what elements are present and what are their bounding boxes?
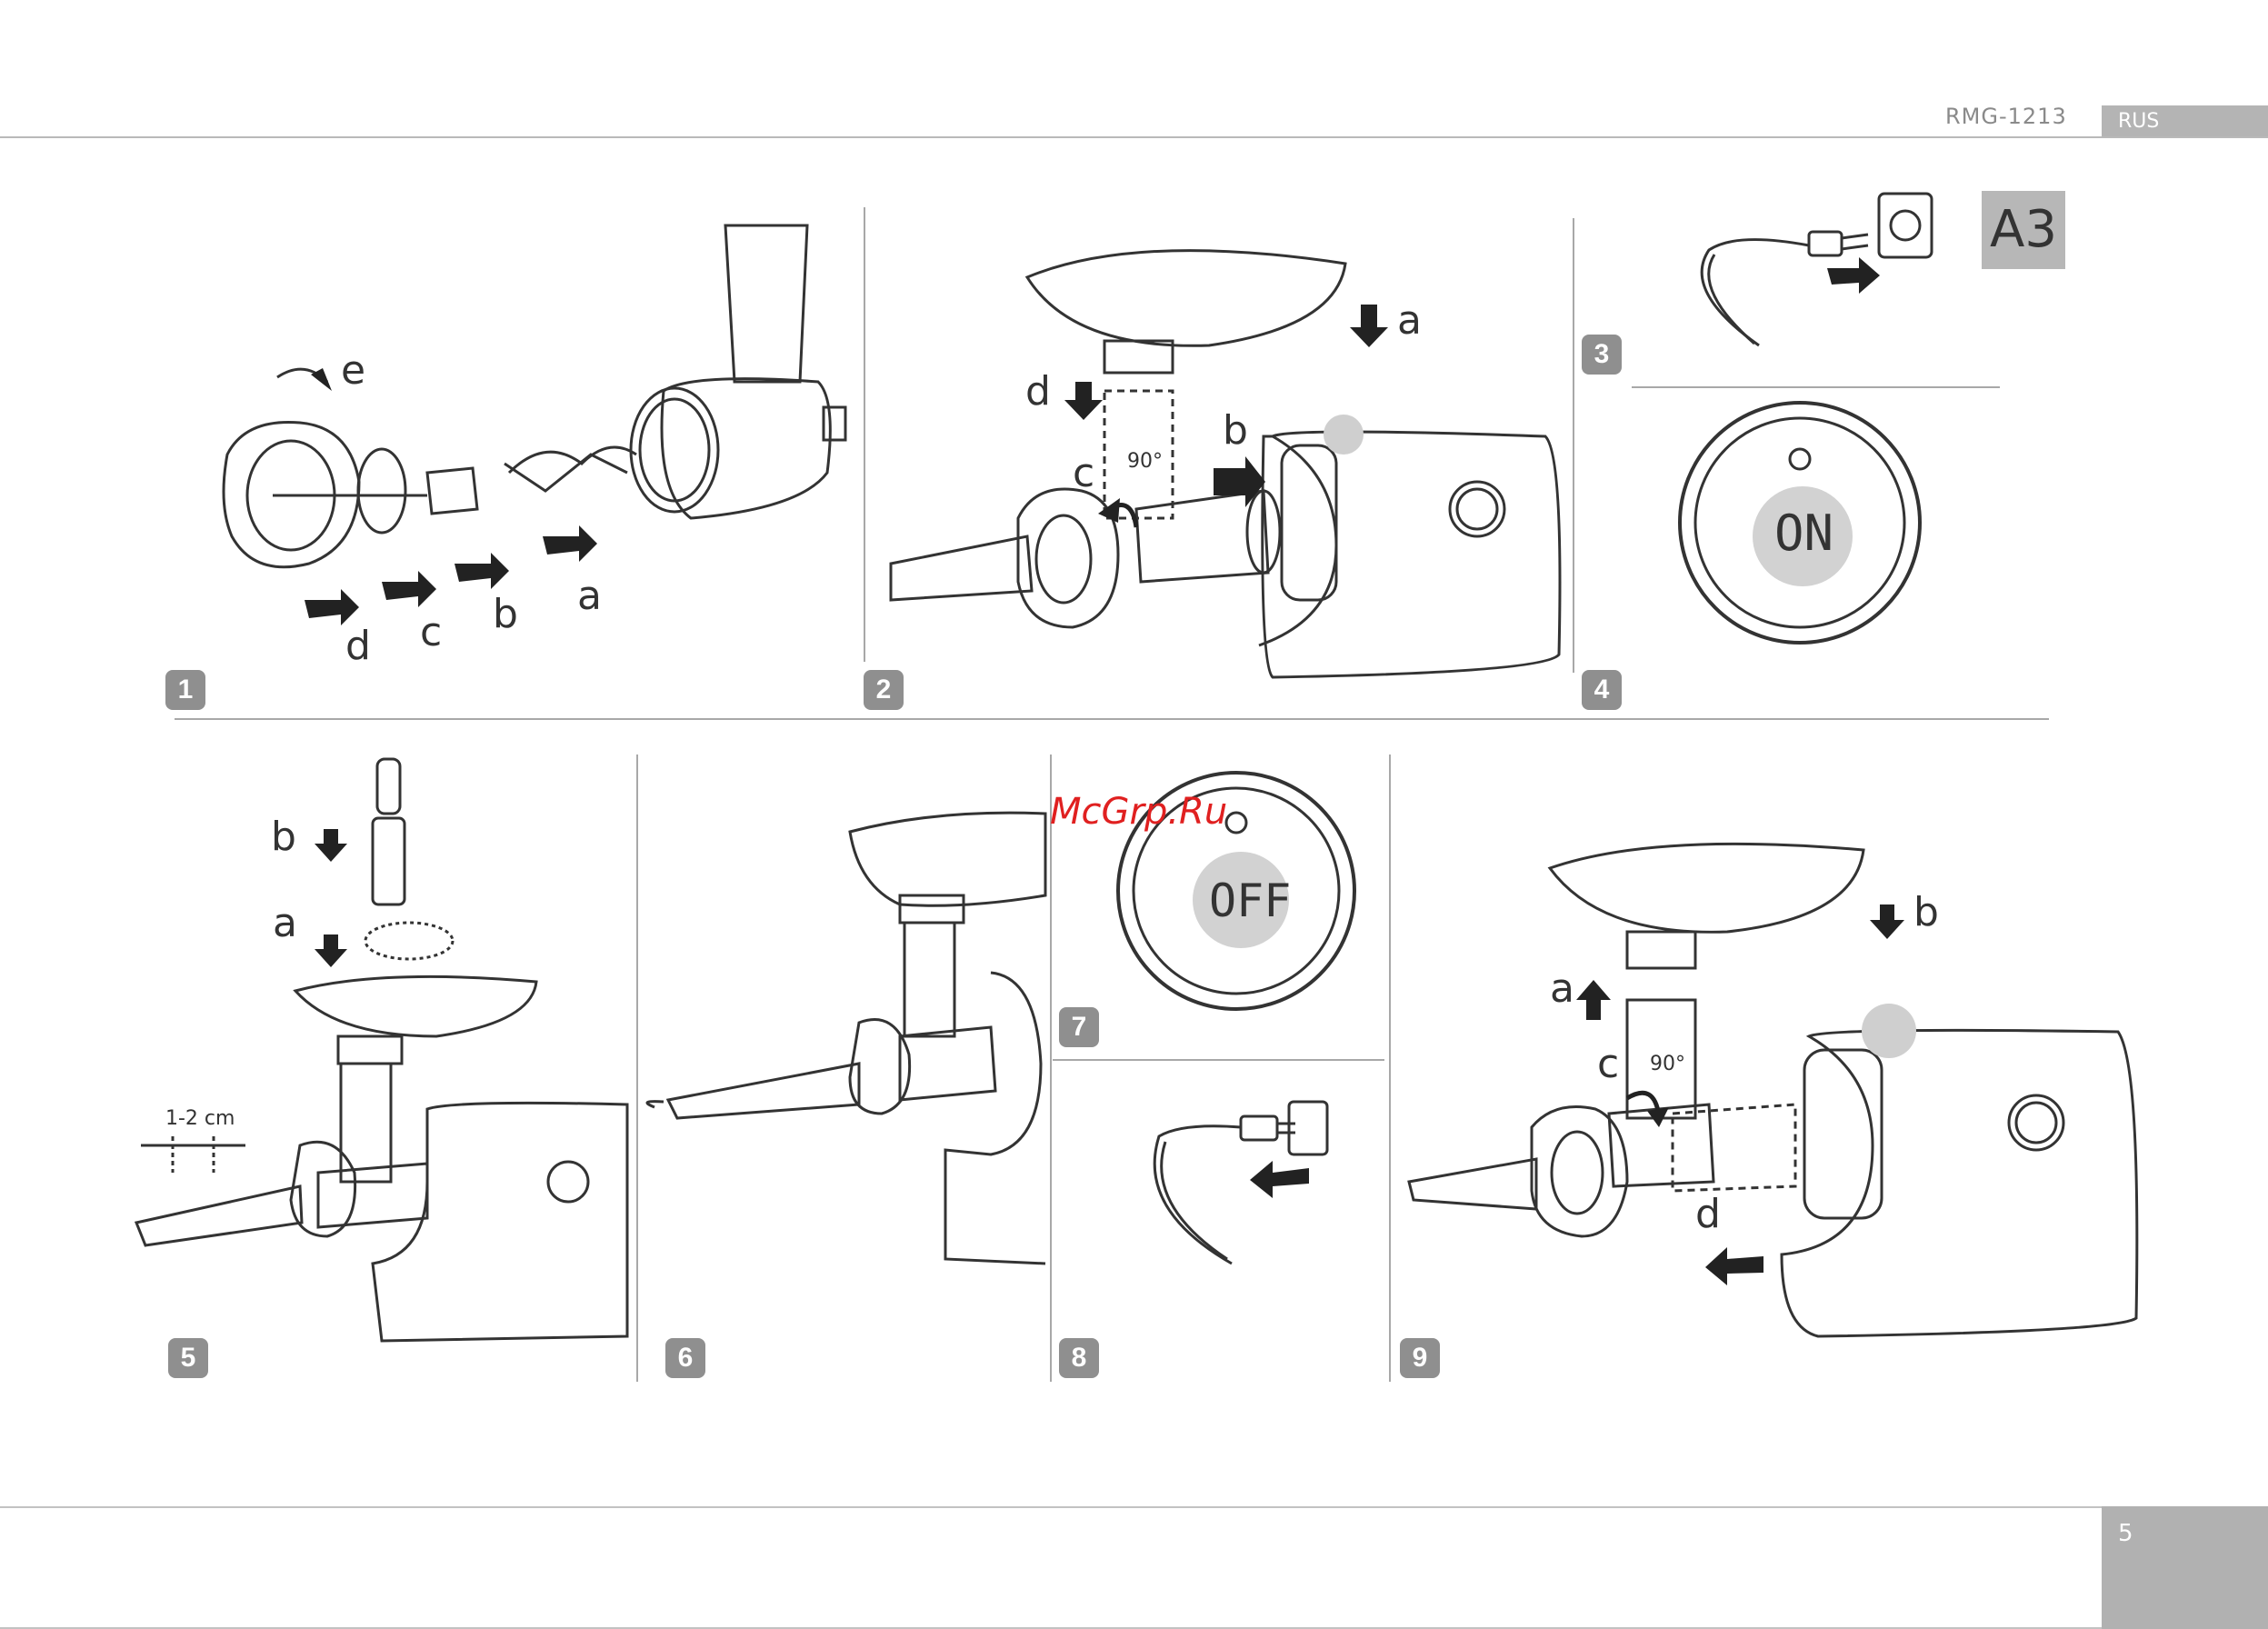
- step9-angle: 90°: [1650, 1053, 1685, 1075]
- step9-label-a: a: [1550, 965, 1574, 1012]
- step9-label-d: d: [1695, 1191, 1721, 1237]
- step9-label-b: b: [1913, 889, 1939, 935]
- footer-divider: [0, 1506, 2268, 1508]
- page-number: 5: [2118, 1520, 2133, 1547]
- watermark: McGrp.Ru: [1050, 791, 1227, 833]
- step9-label-c: c: [1597, 1041, 1619, 1087]
